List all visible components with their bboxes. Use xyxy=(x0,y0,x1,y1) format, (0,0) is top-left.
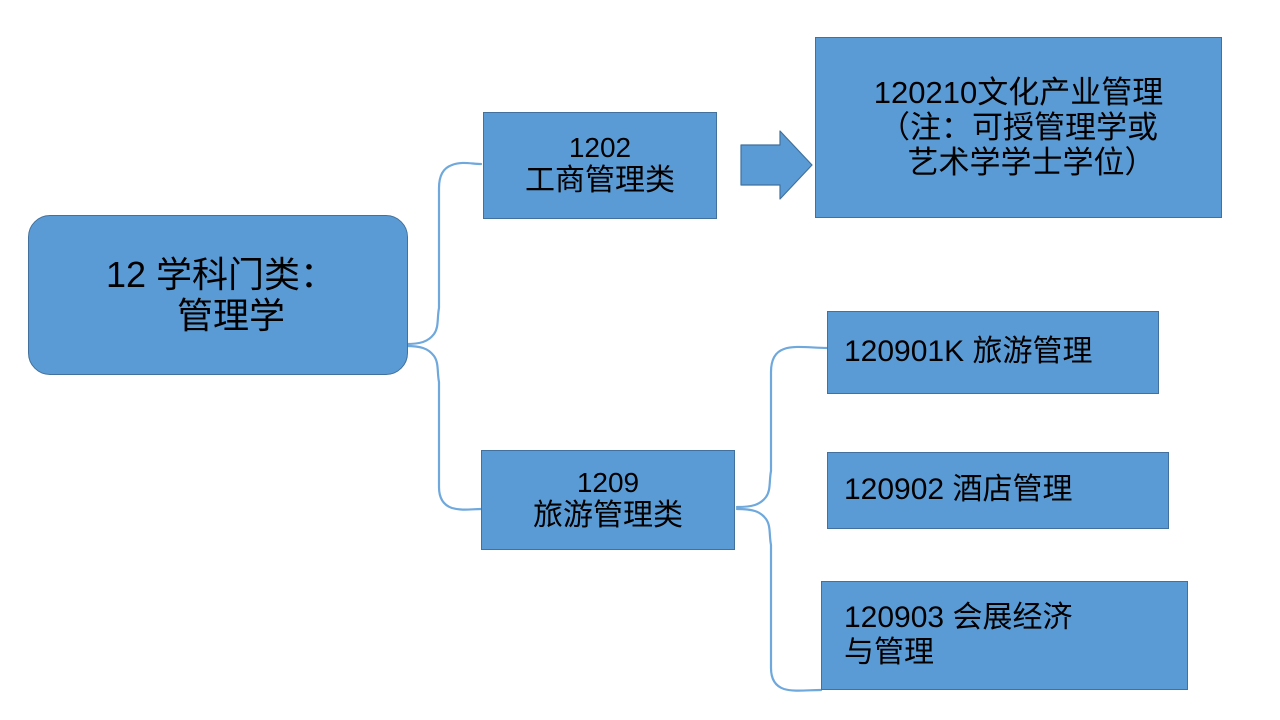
node-category-1209[interactable]: 1209 旅游管理类 xyxy=(481,450,735,550)
node-major-120210-line-1: 120210文化产业管理 xyxy=(873,74,1164,110)
root-brace-connector xyxy=(404,161,483,511)
cat1209-brace-connector xyxy=(735,345,829,692)
node-category-1209-name: 旅游管理类 xyxy=(533,498,683,532)
node-category-1202[interactable]: 1202 工商管理类 xyxy=(483,112,717,219)
node-major-120210[interactable]: 120210文化产业管理 （注：可授管理学或 艺术学学士学位） xyxy=(815,37,1222,218)
node-major-120903[interactable]: 120903 会展经济 与管理 xyxy=(821,581,1188,690)
node-root-line-2: 管理学 xyxy=(176,295,285,336)
node-major-120210-line-3: 艺术学学士学位） xyxy=(907,145,1156,181)
node-category-1202-code: 1202 xyxy=(568,132,632,164)
node-major-120903-line-2: 与管理 xyxy=(844,635,934,669)
node-major-120901k[interactable]: 120901K 旅游管理 xyxy=(827,311,1159,394)
node-root-discipline-category[interactable]: 12 学科门类： 管理学 xyxy=(28,215,408,375)
node-major-120902[interactable]: 120902 酒店管理 xyxy=(827,452,1169,529)
node-major-120901k-label: 120901K 旅游管理 xyxy=(844,335,1093,369)
node-category-1209-code: 1209 xyxy=(576,466,640,498)
node-major-120903-line-1: 120903 会展经济 xyxy=(844,601,1073,635)
node-major-120902-label: 120902 酒店管理 xyxy=(844,473,1073,507)
node-root-line-1: 12 学科门类： xyxy=(105,253,337,295)
node-major-120210-line-2: （注：可授管理学或 xyxy=(879,109,1158,145)
node-category-1202-name: 工商管理类 xyxy=(525,164,675,198)
arrow-1202-to-120210 xyxy=(740,130,813,200)
